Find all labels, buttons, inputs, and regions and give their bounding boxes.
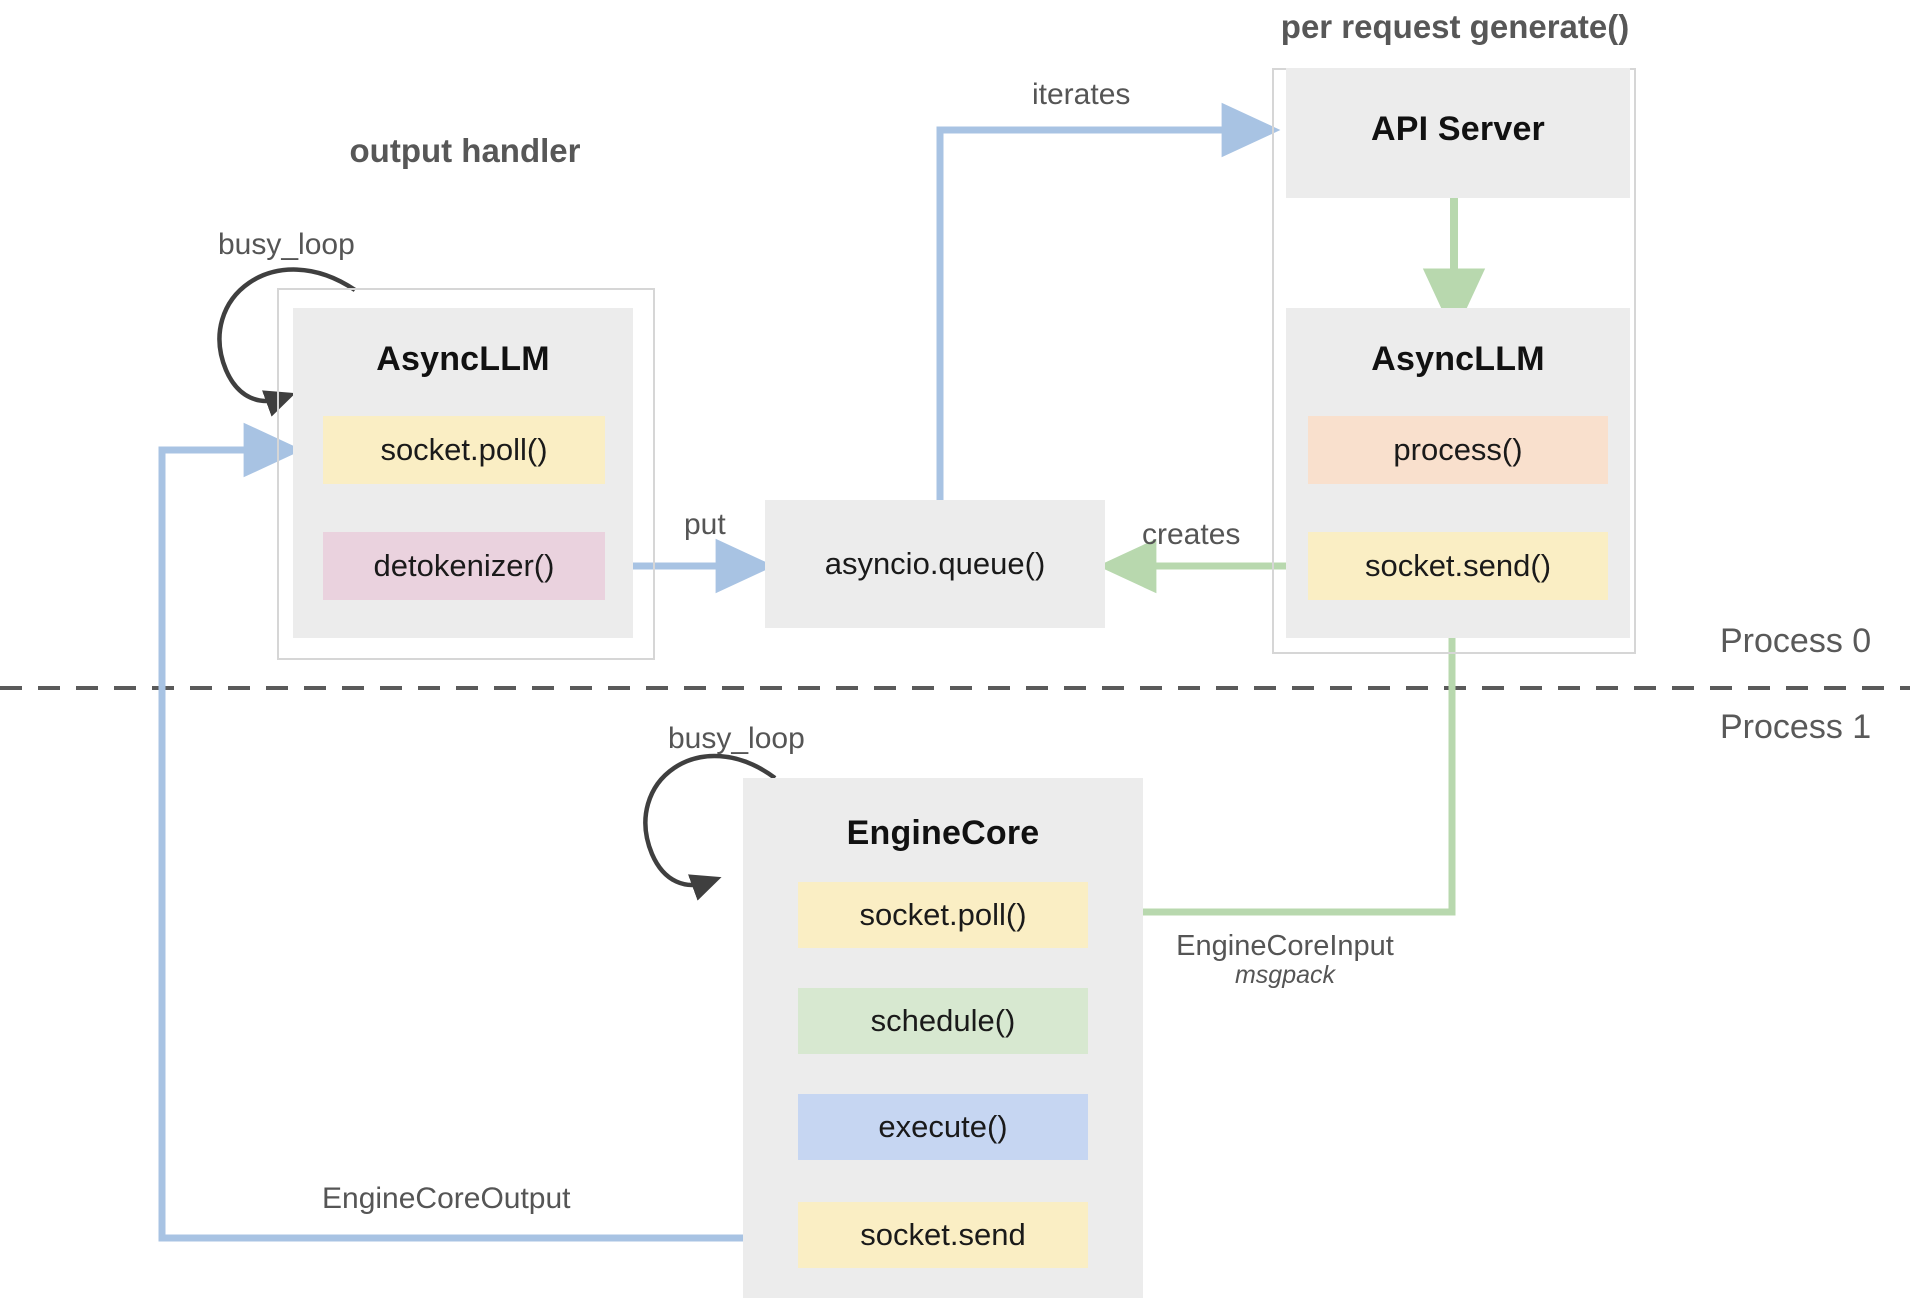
heading-output-handler: output handler bbox=[349, 132, 581, 169]
edge-label-iterates: iterates bbox=[1032, 78, 1131, 111]
engine-core-title: EngineCore bbox=[846, 814, 1040, 852]
edge-label-creates: creates bbox=[1142, 518, 1241, 551]
frontend-item-socket-send[interactable]: socket.send() bbox=[1308, 532, 1608, 600]
engine-core-item-socket-poll[interactable]: socket.poll() bbox=[798, 882, 1088, 948]
process-label-bottom: Process 1 bbox=[1720, 708, 1872, 746]
engine-core-output-label: EngineCoreOutput bbox=[322, 1182, 571, 1215]
engine-core-input-label: EngineCoreInput msgpack bbox=[1120, 930, 1450, 990]
engine-core-input-format: msgpack bbox=[1234, 961, 1336, 989]
frontend-asyncllm-title: AsyncLLM bbox=[1371, 340, 1545, 378]
busy-loop-label-output-handler: busy_loop bbox=[218, 228, 355, 261]
engine-core-item-socket-send[interactable]: socket.send bbox=[798, 1202, 1088, 1268]
edge-label-put: put bbox=[684, 508, 726, 541]
output-handler-item-detokenizer[interactable]: detokenizer() bbox=[323, 532, 605, 600]
busy-loop-label-engine-core: busy_loop bbox=[668, 722, 805, 755]
output-handler-asyncllm-title: AsyncLLM bbox=[376, 340, 550, 378]
engine-core-item-execute[interactable]: execute() bbox=[798, 1094, 1088, 1160]
process-label-top: Process 0 bbox=[1720, 622, 1872, 660]
asyncio-queue-box[interactable]: asyncio.queue() bbox=[765, 500, 1105, 628]
edge-iterates bbox=[936, 102, 1281, 500]
engine-core-input-name: EngineCoreInput bbox=[1176, 930, 1394, 962]
output-handler-frame bbox=[277, 288, 655, 660]
heading-per-request-generate: per request generate() bbox=[1280, 8, 1630, 45]
api-server-box[interactable]: API Server bbox=[1286, 68, 1630, 198]
output-handler-item-socket-poll[interactable]: socket.poll() bbox=[323, 416, 605, 484]
api-server-title: API Server bbox=[1371, 110, 1545, 148]
engine-core-item-schedule[interactable]: schedule() bbox=[798, 988, 1088, 1054]
frontend-item-process[interactable]: process() bbox=[1308, 416, 1608, 484]
